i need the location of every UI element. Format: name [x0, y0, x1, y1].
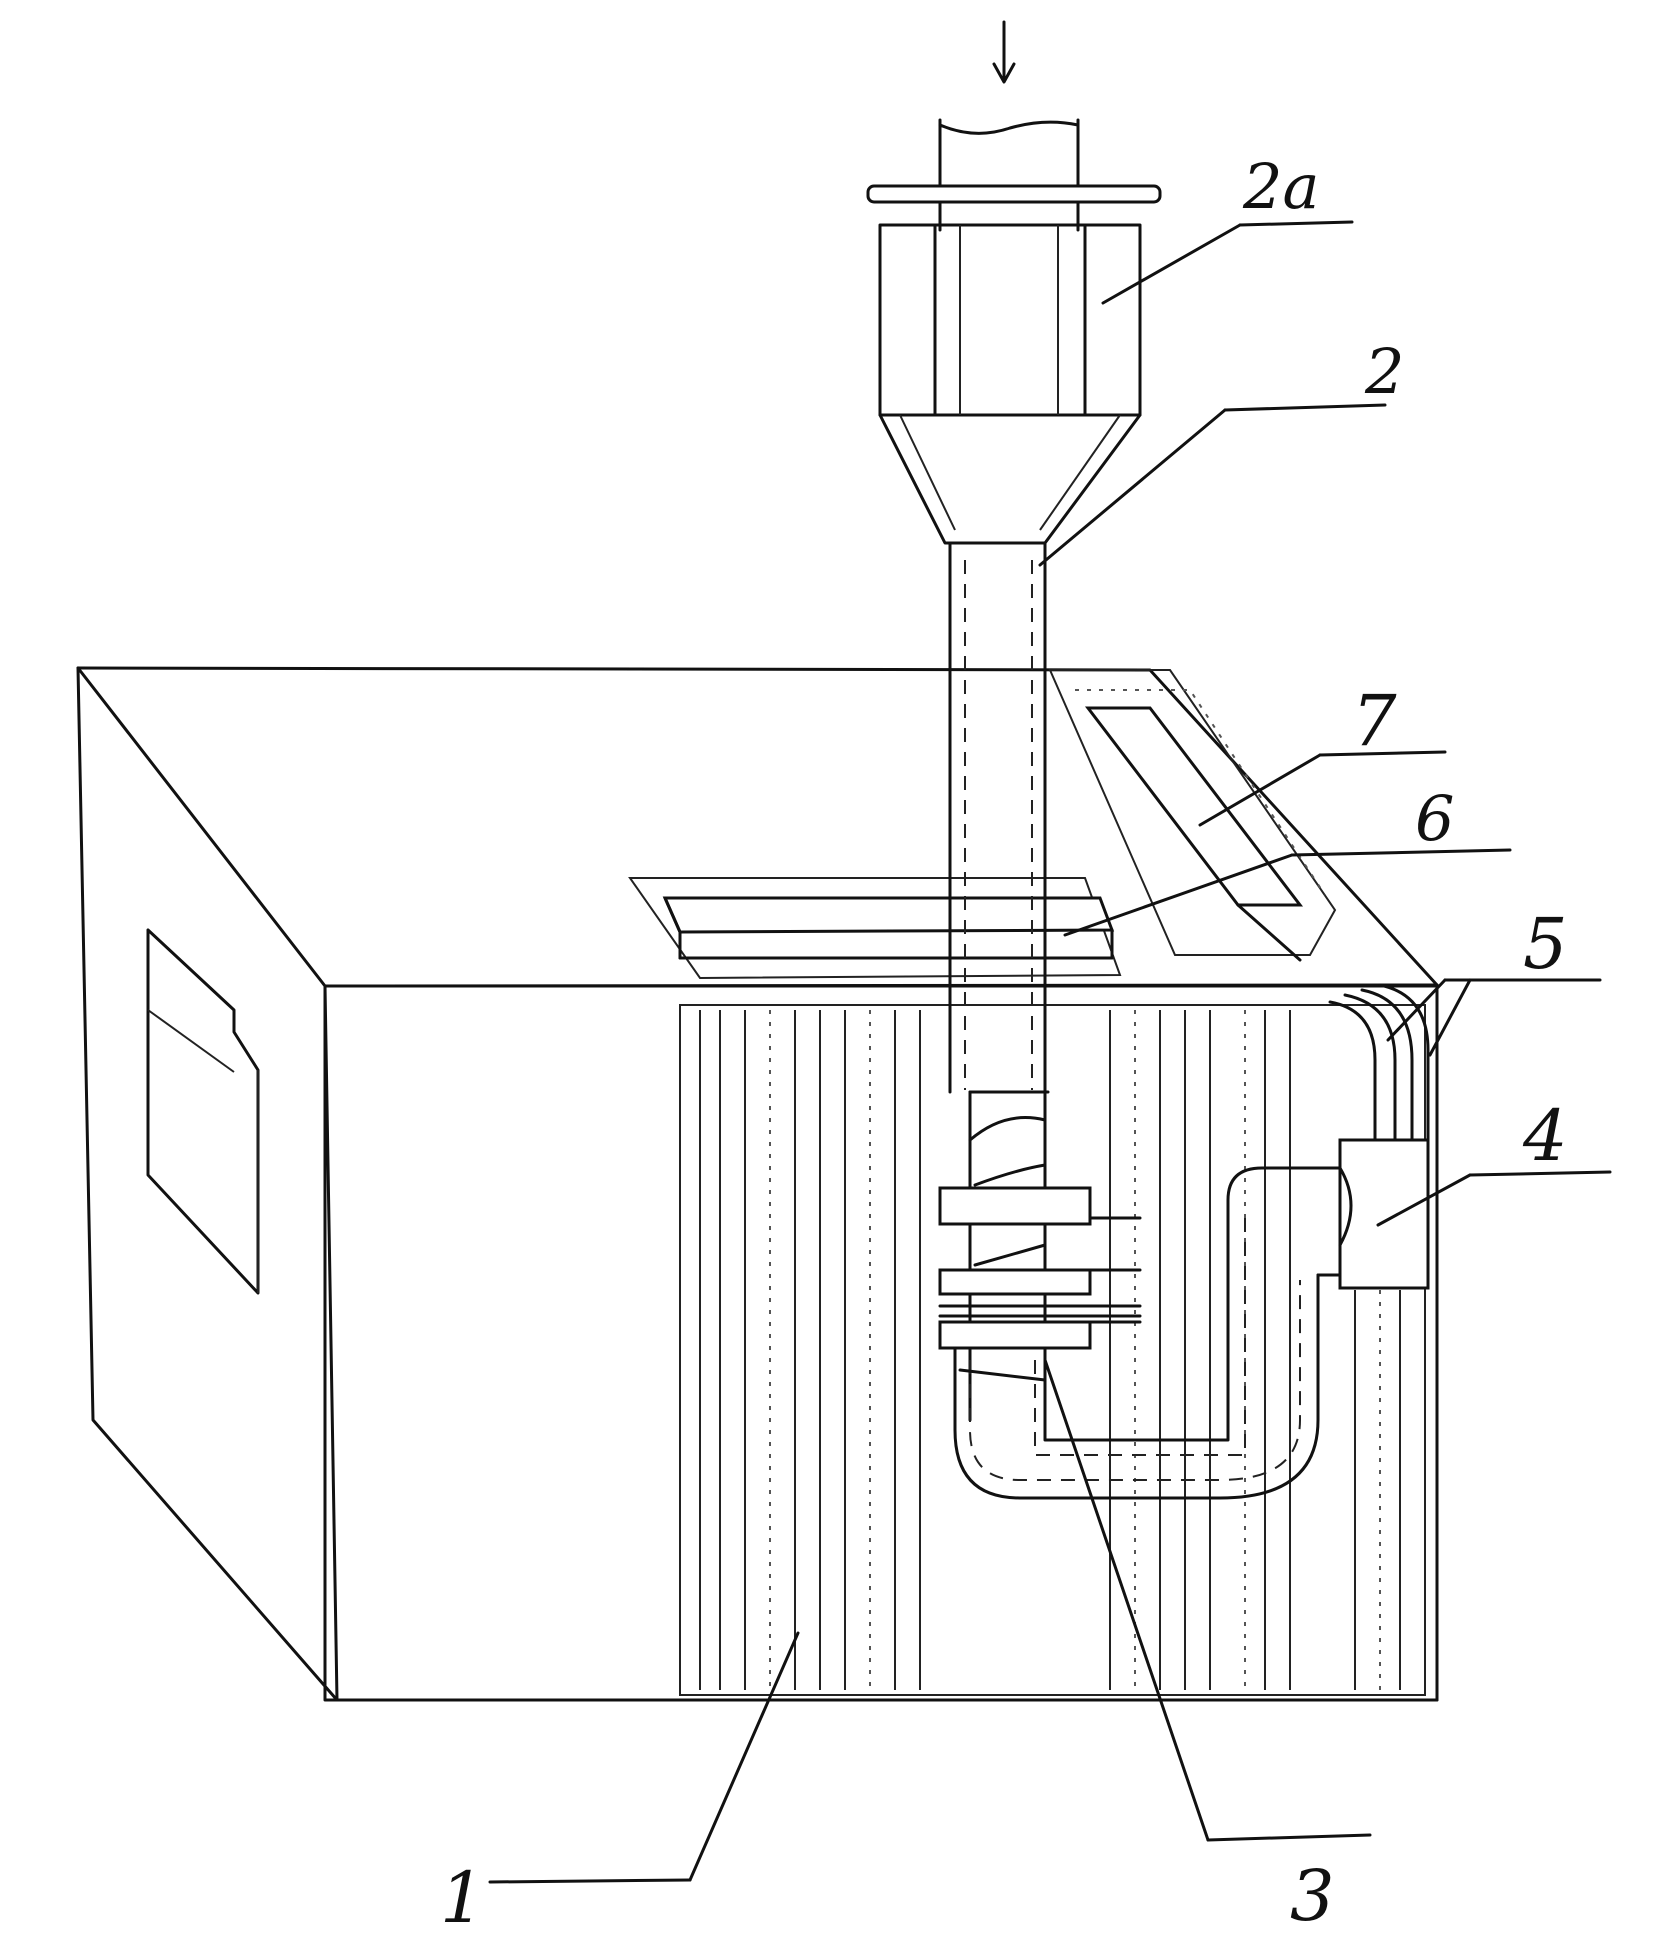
cabinet-box — [76, 666, 1439, 1702]
flow-arrow — [992, 20, 1016, 84]
heat-sink-fins — [679, 1004, 1426, 1696]
callout-labels: 2a 2 7 6 5 4 3 1 — [440, 150, 1568, 1937]
pipes-5 — [1328, 983, 1430, 1142]
u-pipe — [953, 1166, 1342, 1500]
feed-pipe-assembly — [866, 118, 1162, 1422]
top-opening-7 — [1048, 669, 1337, 962]
fin-lines — [699, 1010, 1401, 1690]
side-window — [146, 928, 260, 1295]
callout-3: 3 — [1290, 1855, 1335, 1937]
callout-4: 4 — [1522, 1095, 1568, 1177]
callout-7: 7 — [1352, 680, 1397, 762]
leader-lines — [488, 220, 1612, 1884]
callout-2a: 2a — [1242, 150, 1319, 223]
top-opening-6 — [628, 877, 1122, 980]
callout-6: 6 — [1415, 782, 1454, 855]
callout-1: 1 — [440, 1857, 485, 1937]
callout-5: 5 — [1523, 903, 1568, 985]
callout-2: 2 — [1364, 335, 1404, 408]
collector-box-4 — [1316, 1138, 1430, 1290]
